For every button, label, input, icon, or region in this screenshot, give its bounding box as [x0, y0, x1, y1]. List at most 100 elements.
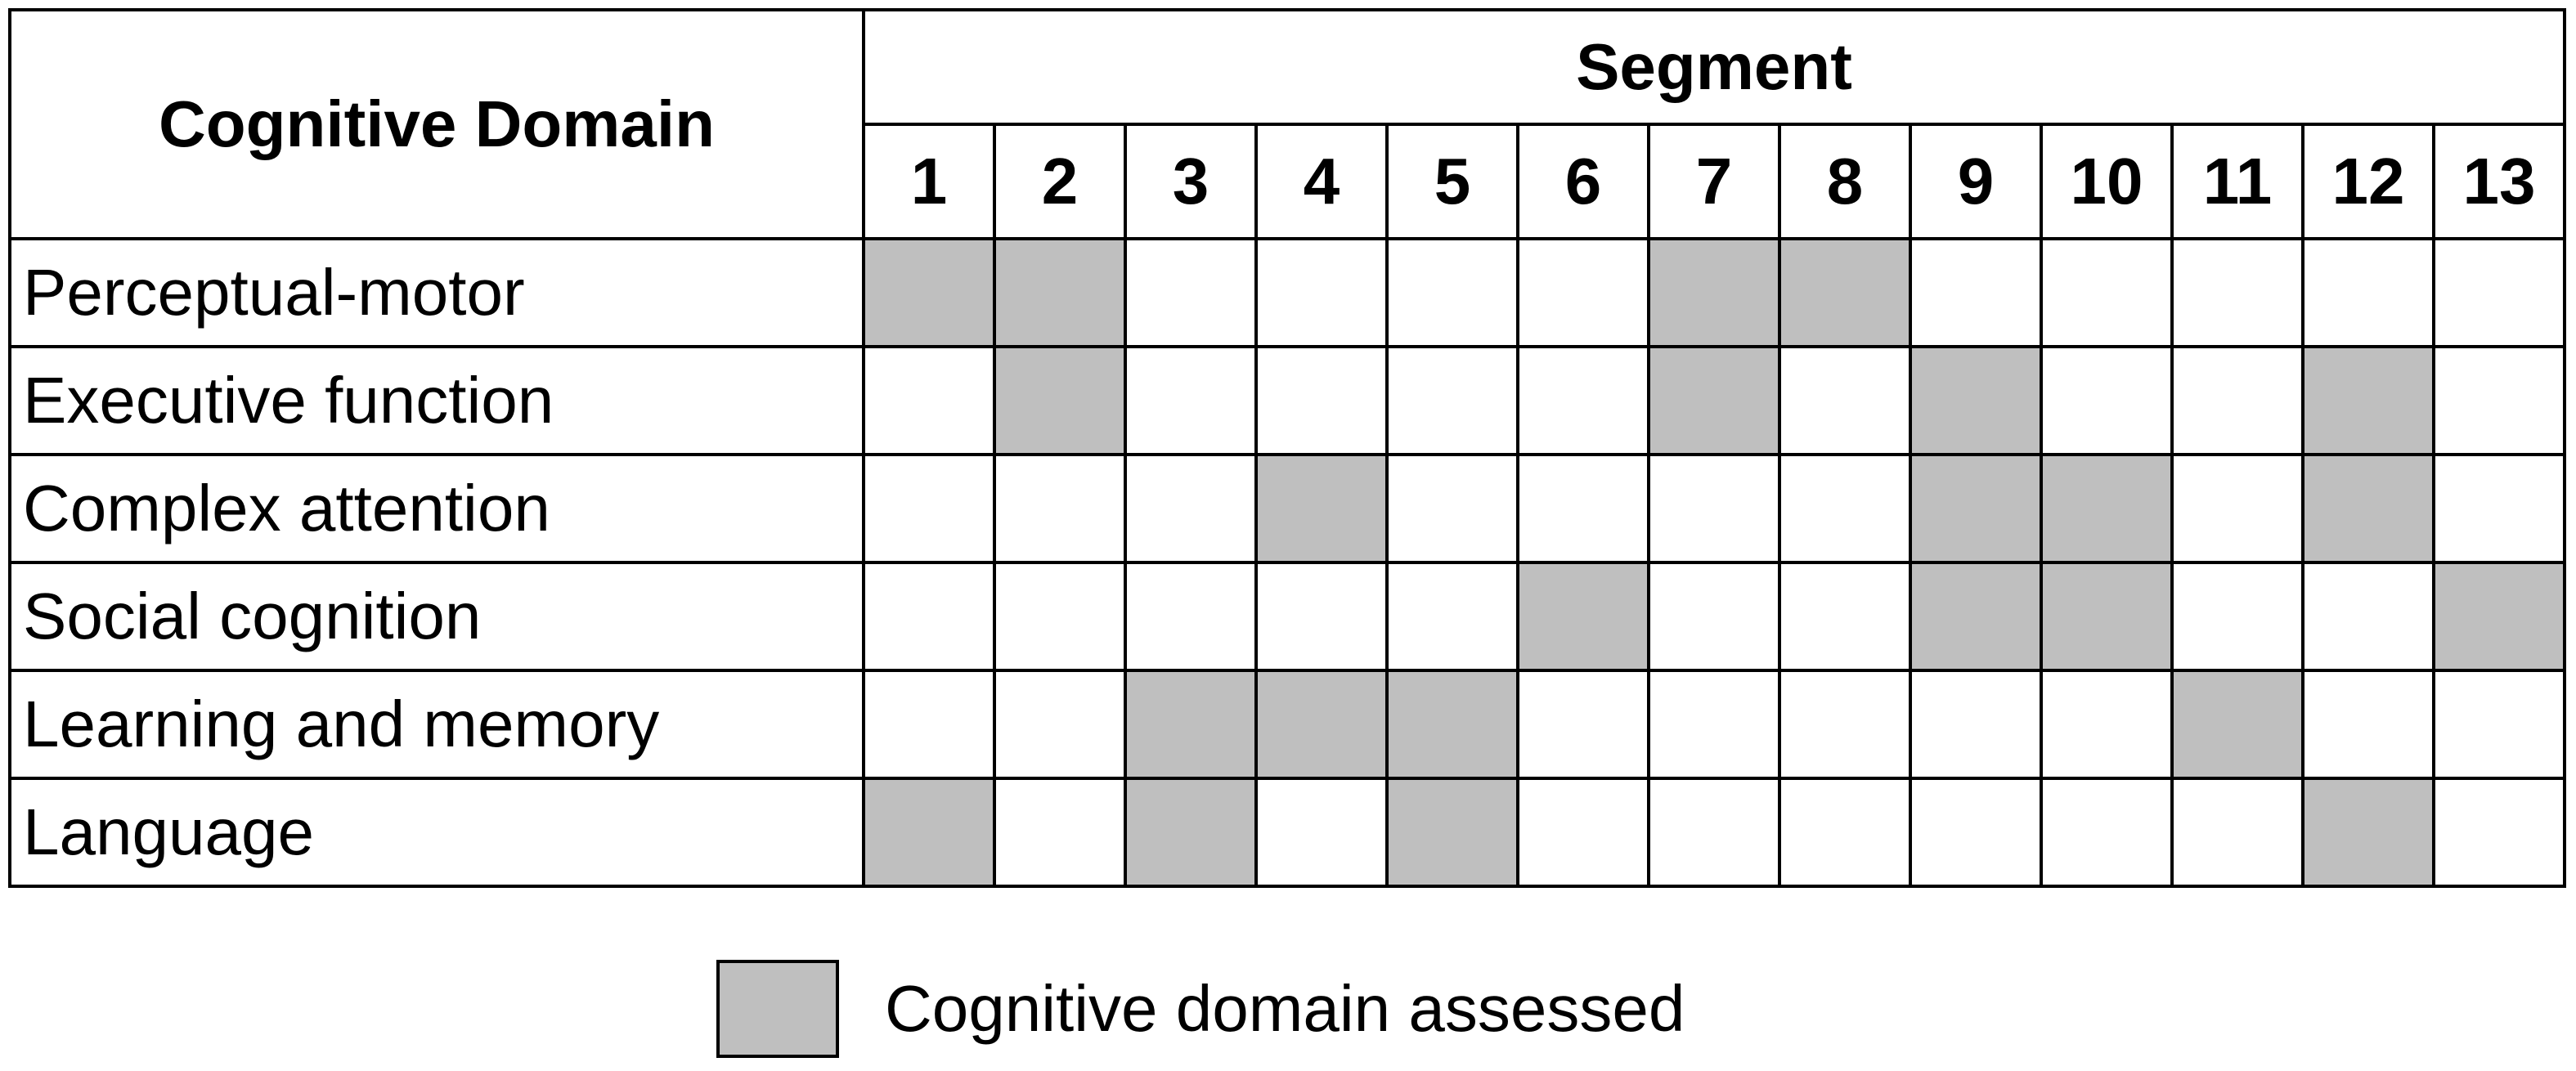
empty-cell: [2040, 777, 2174, 888]
domain-row: Language: [8, 777, 2566, 888]
assessed-cell: [2432, 561, 2566, 672]
empty-cell: [1778, 345, 1912, 456]
empty-cell: [2170, 453, 2304, 564]
segment-number-6: 6: [1516, 123, 1650, 240]
empty-cell: [2301, 669, 2435, 780]
assessed-cell: [993, 237, 1127, 348]
assessed-cell: [1647, 345, 1781, 456]
assessed-cell: [1909, 453, 2043, 564]
segment-number-11: 11: [2170, 123, 2304, 240]
segment-number-7: 7: [1647, 123, 1781, 240]
assessed-cell: [1909, 561, 2043, 672]
empty-cell: [862, 345, 996, 456]
legend-swatch: [716, 960, 839, 1058]
segment-number-9: 9: [1909, 123, 2043, 240]
empty-cell: [2432, 453, 2566, 564]
segment-header: Segment: [862, 8, 2566, 126]
empty-cell: [993, 453, 1127, 564]
segment-number-13: 13: [2432, 123, 2566, 240]
empty-cell: [1516, 777, 1650, 888]
domain-row: Perceptual-motor: [8, 237, 2566, 348]
segment-number-2: 2: [993, 123, 1127, 240]
empty-cell: [1778, 669, 1912, 780]
header-row-top: Cognitive Domain Segment: [8, 8, 2566, 240]
domain-row: Executive function: [8, 345, 2566, 456]
domain-row: Complex attention: [8, 453, 2566, 564]
segment-number-5: 5: [1385, 123, 1519, 240]
empty-cell: [1124, 453, 1258, 564]
empty-cell: [1647, 453, 1781, 564]
segment-number-12: 12: [2301, 123, 2435, 240]
empty-cell: [2432, 669, 2566, 780]
empty-cell: [2432, 777, 2566, 888]
empty-cell: [1909, 237, 2043, 348]
assessed-cell: [1909, 345, 2043, 456]
empty-cell: [1254, 777, 1389, 888]
assessed-cell: [862, 237, 996, 348]
assessed-cell: [1385, 777, 1519, 888]
empty-cell: [993, 669, 1127, 780]
empty-cell: [1124, 561, 1258, 672]
assessed-cell: [993, 345, 1127, 456]
legend-label: Cognitive domain assessed: [885, 972, 1685, 1045]
domain-row: Social cognition: [8, 561, 2566, 672]
assessed-cell: [1254, 669, 1389, 780]
assessed-cell: [2301, 777, 2435, 888]
segment-number-10: 10: [2040, 123, 2174, 240]
segment-number-4: 4: [1254, 123, 1389, 240]
assessed-cell: [862, 777, 996, 888]
empty-cell: [1778, 561, 1912, 672]
assessed-cell: [2301, 345, 2435, 456]
empty-cell: [993, 777, 1127, 888]
domain-label: Executive function: [8, 345, 865, 456]
empty-cell: [1909, 669, 2043, 780]
assessed-cell: [1385, 669, 1519, 780]
empty-cell: [2432, 237, 2566, 348]
empty-cell: [1909, 777, 2043, 888]
empty-cell: [1516, 345, 1650, 456]
empty-cell: [1516, 669, 1650, 780]
empty-cell: [1254, 237, 1389, 348]
domain-label: Language: [8, 777, 865, 888]
assessed-cell: [1124, 669, 1258, 780]
empty-cell: [2301, 561, 2435, 672]
segment-number-3: 3: [1124, 123, 1258, 240]
empty-cell: [1778, 777, 1912, 888]
empty-cell: [993, 561, 1127, 672]
domain-row: Learning and memory: [8, 669, 2566, 780]
empty-cell: [2170, 777, 2304, 888]
assessed-cell: [1254, 453, 1389, 564]
empty-cell: [2170, 237, 2304, 348]
empty-cell: [1254, 345, 1389, 456]
assessed-cell: [1778, 237, 1912, 348]
empty-cell: [2432, 345, 2566, 456]
empty-cell: [2040, 237, 2174, 348]
empty-cell: [2301, 237, 2435, 348]
assessed-cell: [2170, 669, 2304, 780]
empty-cell: [1516, 237, 1650, 348]
empty-cell: [2170, 345, 2304, 456]
domain-label: Social cognition: [8, 561, 865, 672]
empty-cell: [2170, 561, 2304, 672]
legend: Cognitive domain assessed: [716, 958, 1685, 1060]
empty-cell: [1647, 561, 1781, 672]
empty-cell: [1647, 669, 1781, 780]
assessed-cell: [2040, 561, 2174, 672]
segment-number-1: 1: [862, 123, 996, 240]
assessed-cell: [1124, 777, 1258, 888]
domain-label: Perceptual-motor: [8, 237, 865, 348]
empty-cell: [1778, 453, 1912, 564]
empty-cell: [2040, 669, 2174, 780]
empty-cell: [1385, 453, 1519, 564]
assessed-cell: [1516, 561, 1650, 672]
cognitive-domain-header: Cognitive Domain: [8, 8, 865, 240]
assessed-cell: [2040, 453, 2174, 564]
empty-cell: [2040, 345, 2174, 456]
domain-label: Complex attention: [8, 453, 865, 564]
assessed-cell: [2301, 453, 2435, 564]
empty-cell: [1124, 345, 1258, 456]
empty-cell: [1124, 237, 1258, 348]
